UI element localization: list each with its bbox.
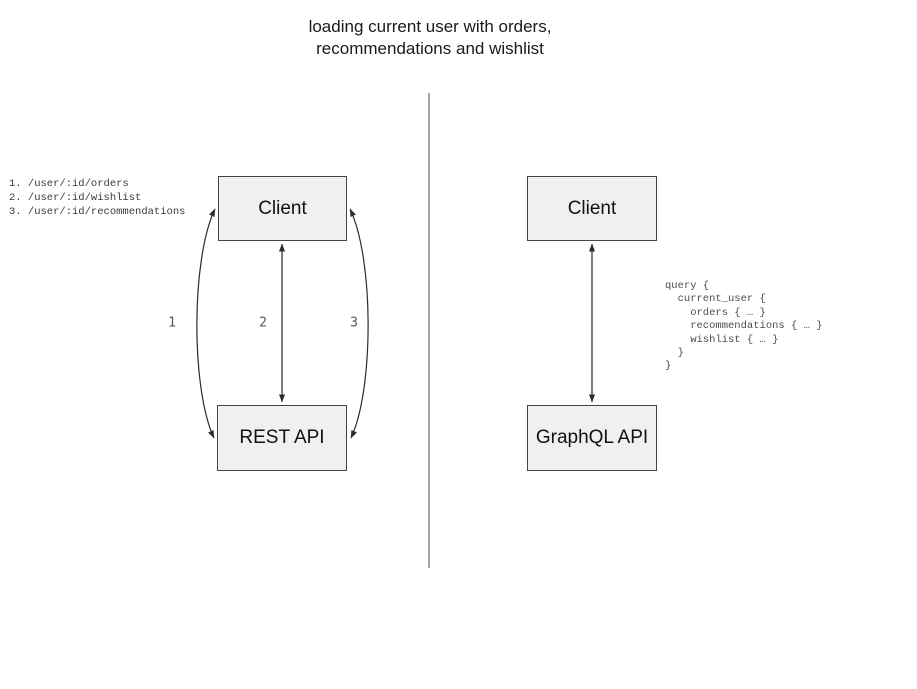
rest-client-box: Client (218, 176, 347, 241)
graphql-query-snippet: query { current_user { orders { … } reco… (665, 280, 823, 373)
rest-endpoint-list: 1. /user/:id/orders 2. /user/:id/wishlis… (9, 178, 186, 218)
rest-arrow-label-1: 1 (168, 315, 176, 331)
rest-arrow-label-3: 3 (350, 315, 358, 331)
rest-client-box-label: Client (258, 197, 307, 219)
rest-api-box: REST API (217, 405, 347, 471)
rest-arrow-label-2: 2 (259, 315, 267, 331)
graphql-client-box-label: Client (567, 197, 617, 219)
rest-api-box-label: REST API (239, 427, 325, 448)
graphql-api-box-label: GraphQL API (535, 427, 649, 448)
graphql-api-box: GraphQL API (527, 405, 657, 471)
graphql-client-box: Client (527, 176, 657, 241)
diagram-title: loading current user with orders, recomm… (308, 17, 552, 58)
rest-arrow-1-orders (196, 208, 216, 439)
